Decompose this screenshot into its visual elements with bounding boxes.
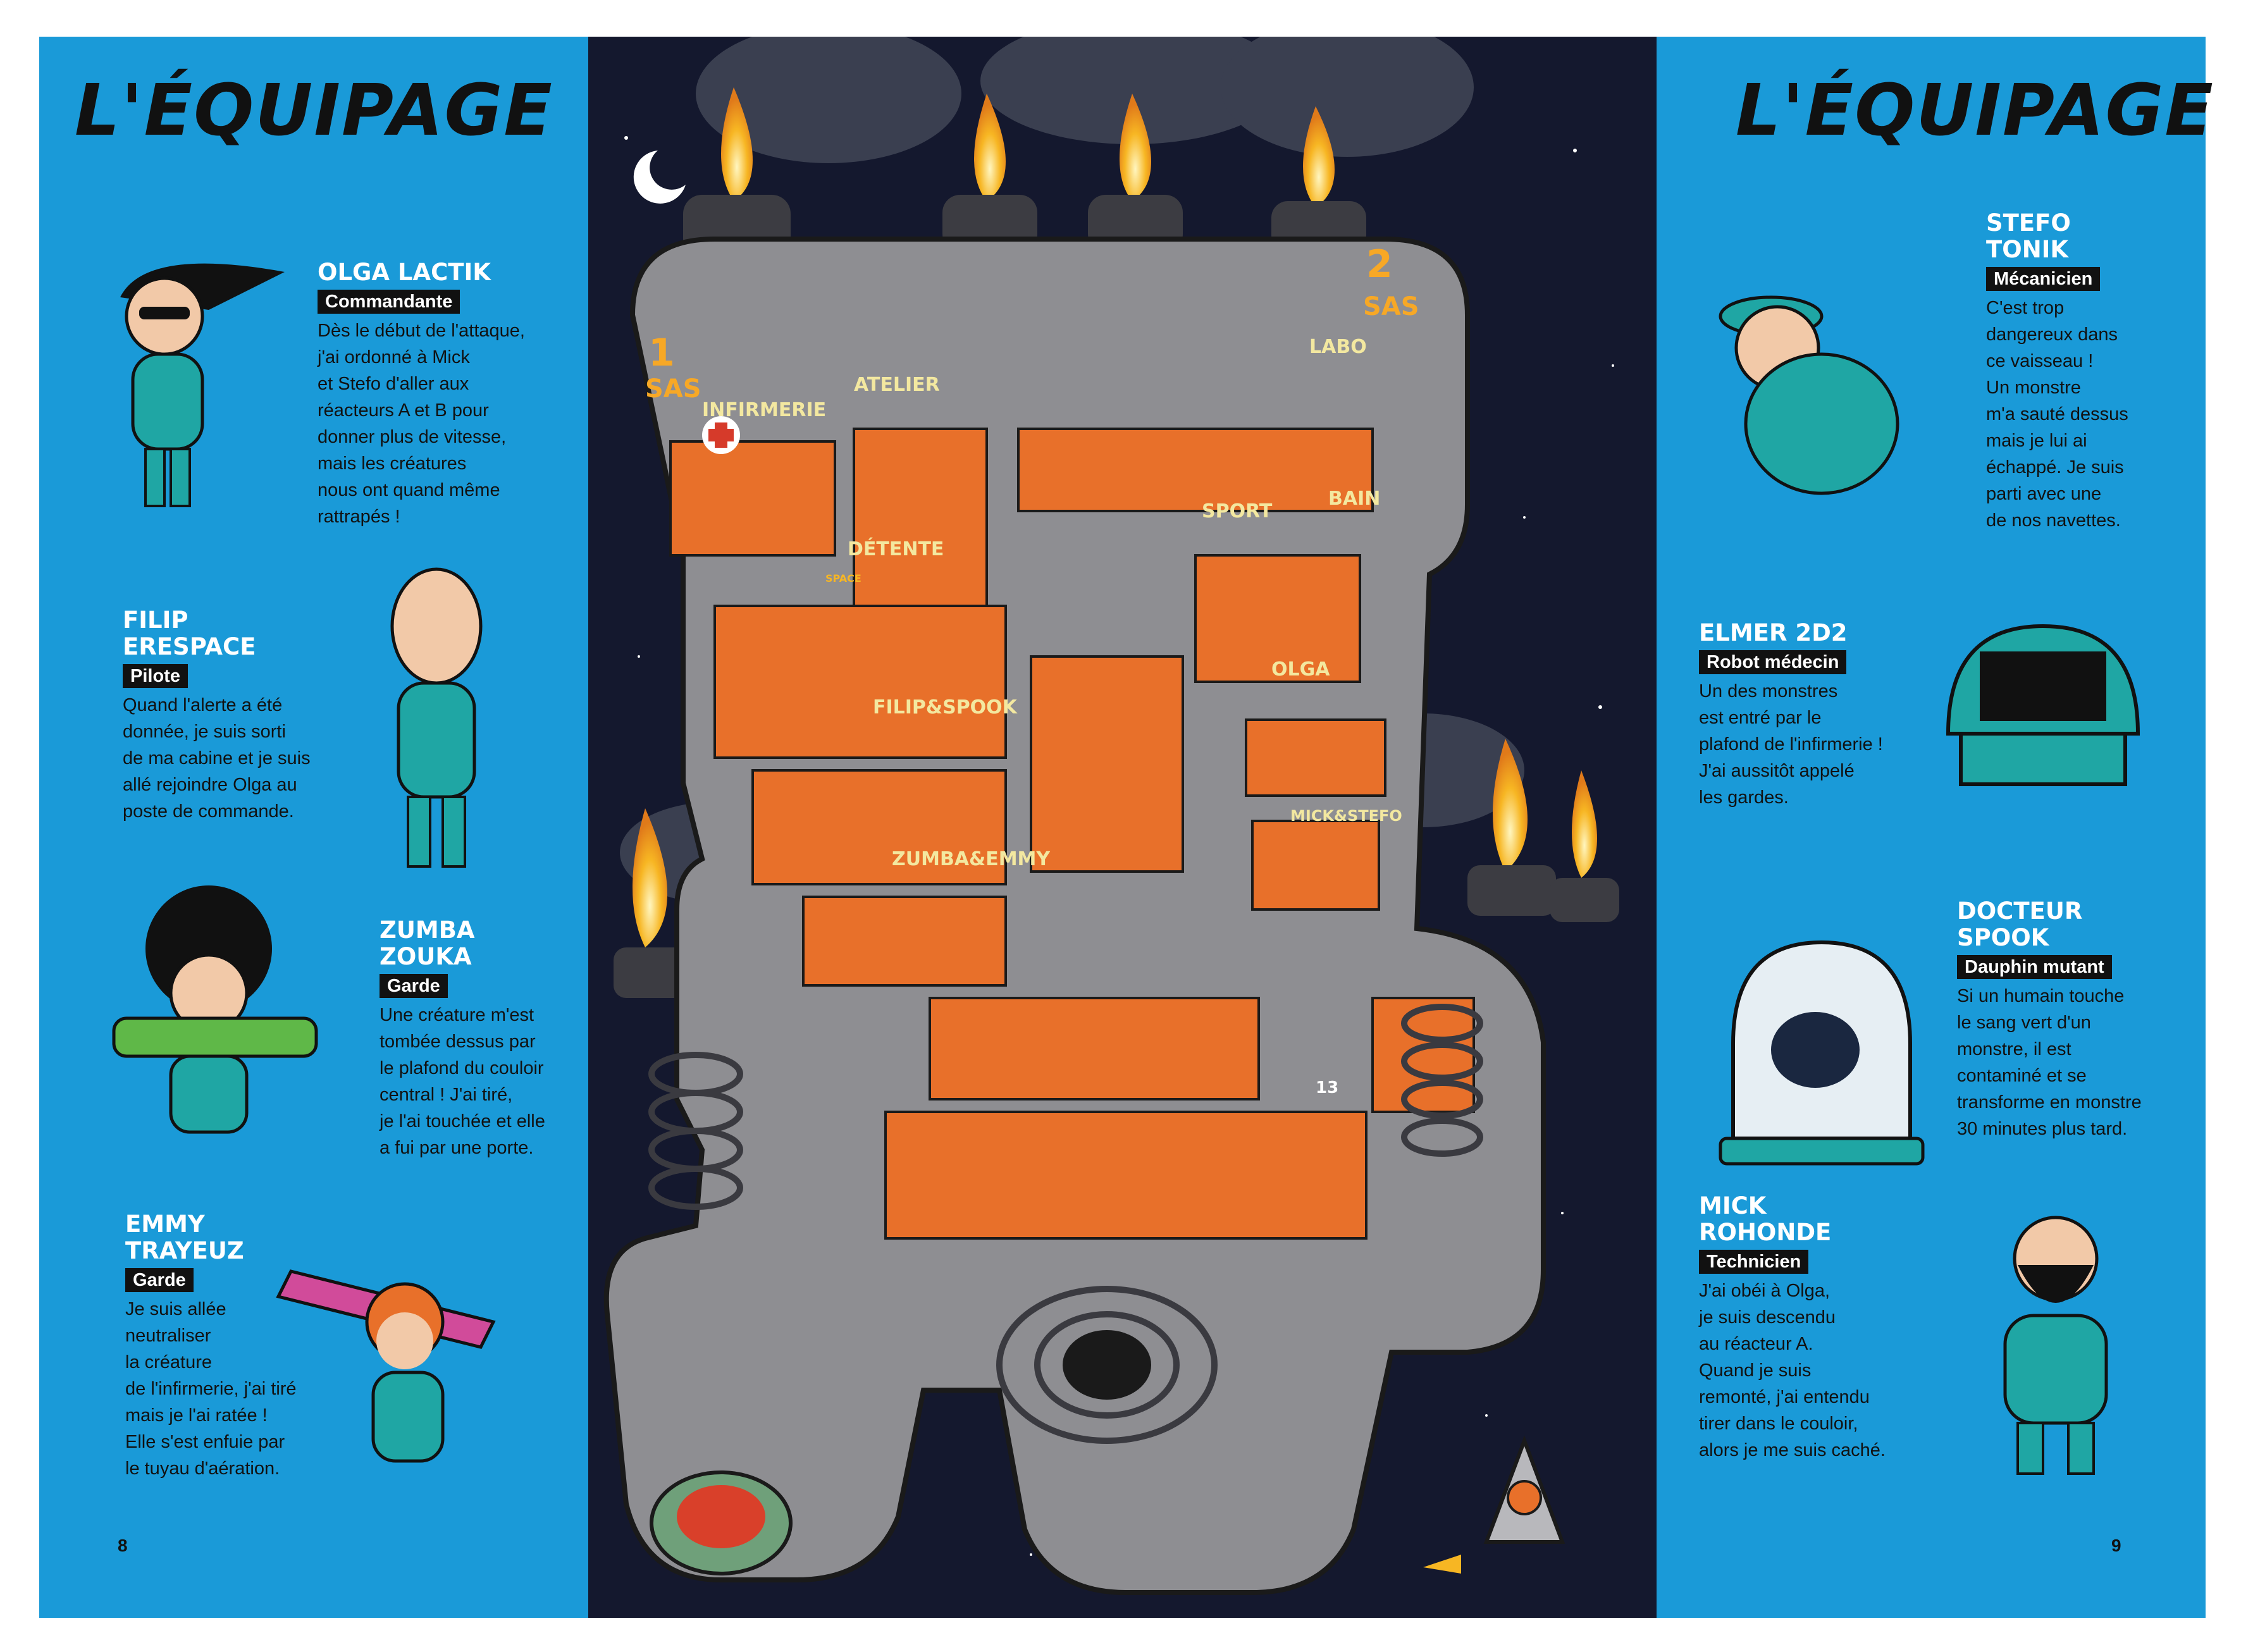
medical-cross-icon [702,416,740,454]
room-bath: BAIN [1328,488,1380,510]
crew-testimony: Un des monstres est entré par le plafond… [1699,681,1883,808]
crew-name: EMMY [125,1211,205,1238]
page-number-right: 9 [2111,1536,2121,1555]
crew-entry-filip: FILIP ERESPACE Pilote Quand l'alerte a é… [123,607,376,825]
crew-name: STEFO [1986,209,2071,237]
crew-entry-spook: DOCTEUR SPOOK Dauphin mutant Si un humai… [1957,898,2197,1142]
crew-entry-olga: OLGA LACTIK Commandante Dès le début de … [318,259,571,530]
crew-role-badge: Pilote [123,664,188,688]
crew-name: ELMER 2D2 [1699,619,1848,646]
crew-testimony: Dès le début de l'attaque, j'ai ordonné … [318,321,525,527]
crew-role-badge: Commandante [318,290,460,314]
sas1-label: SAS [645,374,701,404]
crescent-moon-icon [633,151,686,204]
crew-role-badge: Mécanicien [1986,267,2101,291]
spaceship-illustration-panel: 1 SAS 2 SAS INFIRMERIE ATELIER LABO DÉTE… [588,37,1657,1618]
elmer-robot-portrait [1946,624,2140,786]
engine-coils [648,1004,1483,1444]
sas2-label: SAS [1363,292,1419,321]
crew-entry-mick: MICK ROHONDE Technicien J'ai obéi à Olga… [1699,1193,1939,1464]
spaceship-cutaway-drawing: 1 SAS 2 SAS INFIRMERIE ATELIER LABO DÉTE… [603,37,1619,1595]
crew-role-badge: Garde [125,1268,194,1292]
crew-role-badge: Dauphin mutant [1957,955,2112,979]
alien-creature [650,1470,793,1575]
room-zumba-emmy: ZUMBA&EMMY [892,848,1051,870]
crew-entry-stefo: STEFO TONIK Mécanicien C'est trop danger… [1986,210,2201,534]
crew-testimony: C'est trop dangereux dans ce vaisseau ! … [1986,298,2128,531]
stefo-portrait [1719,295,1899,495]
crew-name: FILIP [123,607,188,634]
crew-name: MICK [1699,1192,1767,1219]
olga-portrait [120,263,285,507]
crew-role-badge: Robot médecin [1699,650,1847,674]
lounge-sign: SPACE [825,572,861,584]
room-lab: LABO [1309,336,1367,358]
room-workshop: ATELIER [854,374,940,396]
control-panel-number: 13 [1316,1078,1338,1097]
page-title-left: L'ÉQUIPAGE [75,70,553,152]
mick-portrait [2003,1216,2108,1475]
crew-name: ZUMBA [380,916,475,944]
emmy-portrait [276,1269,496,1463]
crew-entry-zumba: ZUMBA ZOUKA Garde Une créature m'est tom… [380,917,582,1161]
crew-testimony: Quand l'alerte a été donnée, je suis sor… [123,695,311,822]
crew-name: SPOOK [1957,924,2049,951]
room-floors [669,428,1475,1240]
filip-portrait [390,567,483,868]
crew-role-badge: Technicien [1699,1250,1809,1274]
crew-testimony: Une créature m'est tombée dessus par le … [380,1005,545,1158]
crew-entry-emmy: EMMY TRAYEUZ Garde Je suis allée neutral… [125,1211,353,1482]
crew-name: DOCTEUR [1957,897,2083,925]
room-olga: OLGA [1271,658,1330,681]
spook-dome-portrait [1719,940,1925,1166]
room-filip-spook: FILIP&SPOOK [873,696,1018,718]
sas1-number: 1 [648,331,675,375]
crew-name: TONIK [1986,236,2069,263]
crew-name: ZOUKA [380,943,472,970]
page-number-left: 8 [118,1536,128,1555]
main-reactor-opening [1063,1330,1151,1400]
zumba-portrait [112,885,318,1134]
page-title-right: L'ÉQUIPAGE [1736,70,2214,152]
crew-name: OLGA LACTIK [318,259,491,286]
crew-name: ROHONDE [1699,1219,1832,1246]
crew-entry-elmer: ELMER 2D2 Robot médecin Un des monstres … [1699,620,1939,811]
room-lounge: DÉTENTE [848,538,944,560]
room-sport: SPORT [1202,500,1273,522]
crew-testimony: J'ai obéi à Olga, je suis descendu au ré… [1699,1281,1886,1460]
room-mick-stefo: MICK&STEFO [1290,807,1402,825]
crew-role-badge: Garde [380,974,448,998]
sas2-number: 2 [1366,242,1393,287]
crew-testimony: Je suis allée neutraliser la créature de… [125,1299,297,1479]
crew-name: ERESPACE [123,633,256,660]
crew-testimony: Si un humain touche le sang vert d'un mo… [1957,986,2142,1139]
crew-name: TRAYEUZ [125,1237,244,1264]
escape-shuttle [1423,1435,1565,1574]
